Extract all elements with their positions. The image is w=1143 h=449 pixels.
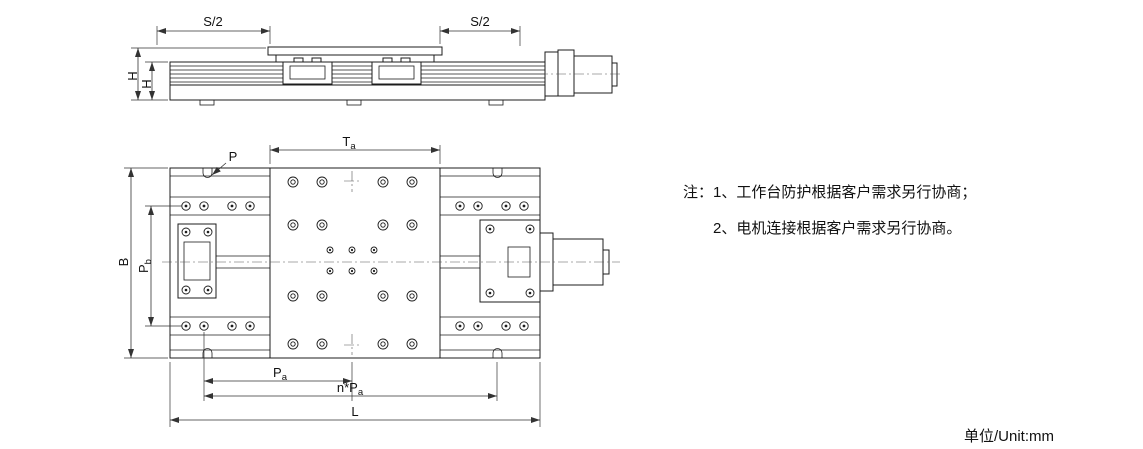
mount-slot	[202, 348, 213, 358]
dim-label-s2-left: S/2	[203, 14, 223, 29]
side-view-carriage-left	[282, 57, 333, 85]
side-view-carriage-right	[371, 57, 422, 85]
mount-slot	[202, 168, 213, 178]
motor-plan	[440, 219, 610, 303]
note-line-1: 注：1、工作台防护根据客户需求另行协商；	[683, 184, 976, 201]
worktable-screw-holes	[287, 176, 418, 350]
unit-label: 单位/Unit:mm	[964, 428, 1054, 445]
motor-mount-screws	[485, 224, 535, 298]
note-line-2: 2、电机连接根据客户需求另行协商。	[713, 220, 961, 237]
mount-slot	[492, 348, 503, 358]
bearing-block-screws	[181, 227, 213, 295]
dim-label-s2-right: S/2	[470, 14, 490, 29]
dim-label-h-outer: H	[125, 71, 140, 80]
dim-label-ta: Ta	[342, 134, 356, 152]
side-view	[169, 46, 622, 106]
dim-label-b: B	[116, 258, 131, 267]
dim-label-pa: Pa	[273, 365, 288, 383]
plan-view-dimensions: Ta P B Pb Pa n*Pa L	[116, 134, 541, 427]
dim-label-pb: Pb	[136, 259, 154, 273]
side-view-table-plate	[267, 46, 443, 63]
motor-side	[538, 49, 622, 97]
side-view-dimensions: S/2 S/2 H H	[125, 14, 521, 101]
base-mounting-holes	[181, 201, 529, 331]
dim-label-p: P	[229, 149, 238, 164]
dim-label-h-inner: H	[139, 79, 154, 88]
side-view-body	[169, 61, 546, 106]
notes-block: 注：1、工作台防护根据客户需求另行协商； 2、电机连接根据客户需求另行协商。	[683, 184, 976, 237]
dim-label-npa: n*Pa	[337, 380, 364, 398]
worktable-plan	[269, 167, 441, 359]
dim-label-l: L	[351, 404, 358, 419]
worktable-center-holes	[326, 246, 378, 275]
mount-slot	[492, 168, 503, 178]
bearing-block-plan	[177, 223, 270, 299]
plan-view	[162, 167, 620, 359]
